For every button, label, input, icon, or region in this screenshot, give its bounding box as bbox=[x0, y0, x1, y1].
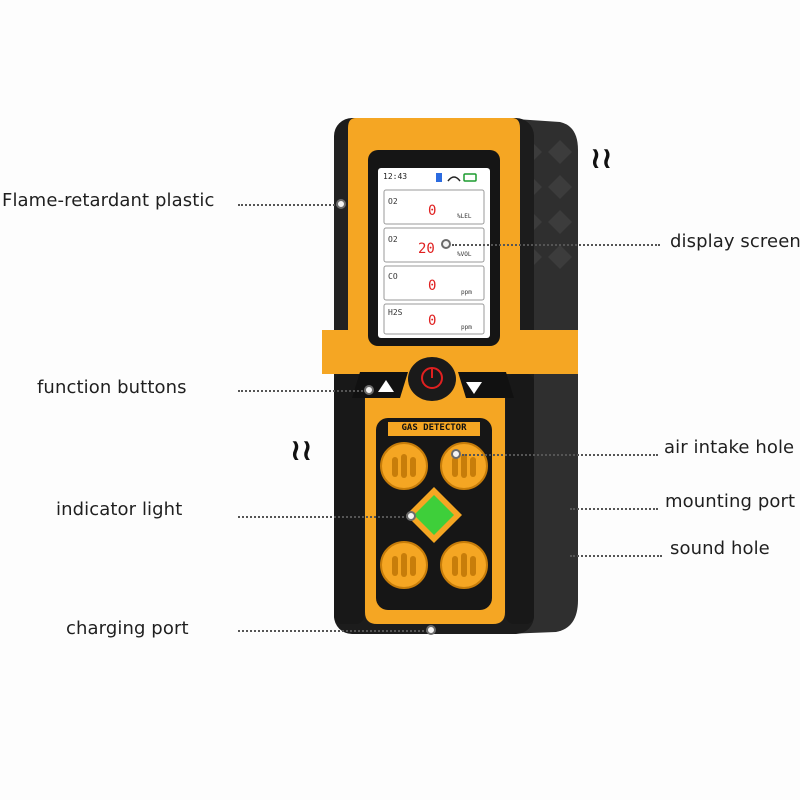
leader-line bbox=[452, 244, 660, 246]
down-button[interactable] bbox=[458, 372, 514, 398]
label-charging-port: charging port bbox=[66, 618, 189, 639]
battery-icon bbox=[463, 173, 477, 182]
power-button-well bbox=[408, 357, 456, 401]
leader-line bbox=[238, 630, 428, 632]
reading-value-1: 0 bbox=[428, 203, 437, 219]
callout-marker bbox=[364, 385, 374, 395]
label-mounting-port: mounting port bbox=[665, 491, 796, 512]
callout-marker bbox=[441, 239, 451, 249]
label-flame-retardant-plastic: Flame-retardant plastic bbox=[2, 190, 215, 211]
vibration-wave-icon: ≀≀ bbox=[290, 433, 313, 468]
label-indicator-light: indicator light bbox=[56, 499, 183, 520]
reading-gas-2: O2 bbox=[388, 235, 398, 244]
lower-left-rail bbox=[334, 374, 364, 624]
screen-row-frames bbox=[383, 189, 485, 335]
reading-unit-2: %VOL bbox=[457, 251, 472, 258]
label-function-buttons: function buttons bbox=[37, 377, 187, 398]
leader-line bbox=[462, 454, 658, 456]
indicator-light bbox=[414, 495, 454, 535]
panel-label: GAS DETECTOR bbox=[401, 423, 467, 433]
callout-marker bbox=[406, 511, 416, 521]
vibration-wave-icon: ≀≀ bbox=[590, 141, 613, 176]
display-screen bbox=[378, 168, 490, 338]
reading-value-3: 0 bbox=[428, 278, 437, 294]
reading-value-2: 20 bbox=[418, 241, 435, 257]
label-sound-hole: sound hole bbox=[670, 538, 770, 559]
callout-marker bbox=[426, 625, 436, 635]
screen-time: 12:43 bbox=[383, 172, 408, 181]
reading-unit-1: %LEL bbox=[457, 213, 472, 220]
leader-line bbox=[238, 516, 408, 518]
label-display-screen: display screen bbox=[670, 231, 800, 252]
callout-marker bbox=[451, 449, 461, 459]
left-ridge bbox=[334, 140, 348, 330]
callout-marker bbox=[336, 199, 346, 209]
leader-line bbox=[238, 390, 366, 392]
reading-unit-4: ppm bbox=[461, 324, 472, 331]
reading-gas-1: O2 bbox=[388, 197, 398, 206]
reading-gas-3: CO bbox=[388, 272, 398, 281]
signal-icon bbox=[436, 173, 442, 182]
reading-value-4: 0 bbox=[428, 313, 437, 329]
leader-line bbox=[570, 555, 662, 557]
down-arrow-icon bbox=[466, 382, 482, 394]
lower-right-rail bbox=[506, 374, 534, 624]
reading-gas-4: H2S bbox=[388, 308, 403, 317]
leader-line bbox=[238, 204, 338, 206]
label-air-intake-hole: air intake hole bbox=[664, 437, 795, 458]
leader-line bbox=[570, 508, 658, 510]
wifi-icon bbox=[447, 176, 461, 182]
panel-label-plate bbox=[388, 422, 480, 436]
up-button[interactable] bbox=[352, 372, 408, 398]
reading-unit-3: ppm bbox=[461, 289, 472, 296]
up-arrow-icon bbox=[378, 380, 394, 392]
